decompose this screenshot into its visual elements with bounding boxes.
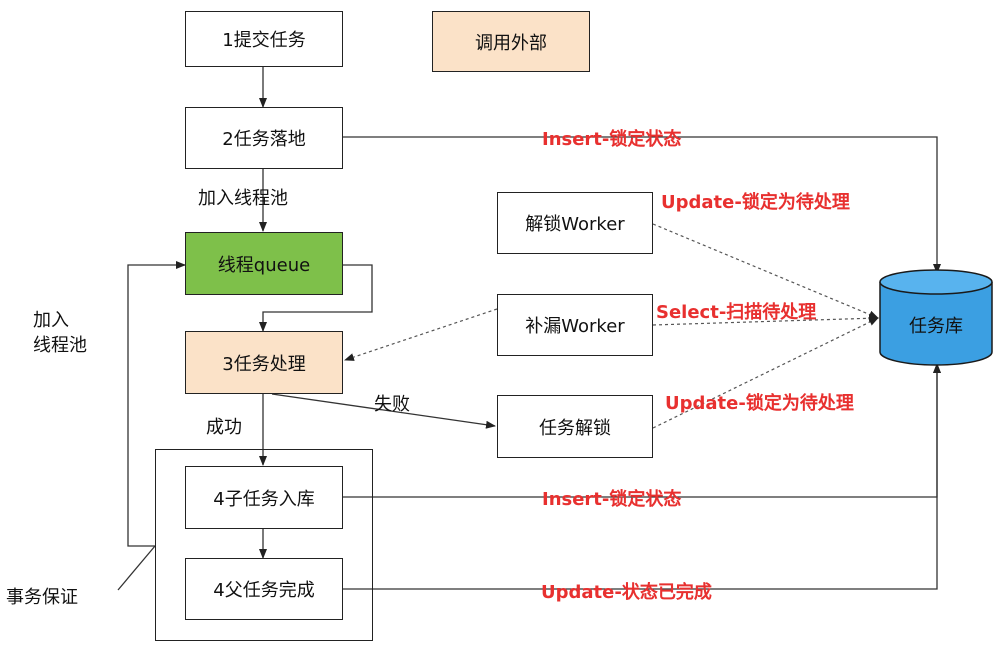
node-subtask-store-label: 4子任务入库 bbox=[213, 488, 315, 510]
label-update-lock-pending-2: Update-锁定为待处理 bbox=[665, 393, 854, 414]
dashed-patch-worker-to-db bbox=[652, 314, 879, 326]
label-tx-guarantee: 事务保证 bbox=[6, 587, 78, 608]
node-task-process-label: 3任务处理 bbox=[222, 353, 306, 375]
node-subtask-store: 4子任务入库 bbox=[185, 466, 343, 529]
node-task-land: 2任务落地 bbox=[185, 107, 343, 169]
node-parent-done: 4父任务完成 bbox=[185, 558, 343, 620]
label-insert-lock-2: Insert-锁定状态 bbox=[542, 489, 682, 510]
node-call-external: 调用外部 bbox=[432, 11, 590, 72]
node-unlock-worker-label: 解锁Worker bbox=[525, 214, 625, 235]
dashed-unlock-worker-to-db bbox=[652, 223, 879, 319]
node-task-unlock: 任务解锁 bbox=[497, 395, 653, 458]
arrow-land-to-db bbox=[343, 136, 941, 274]
arrow-parent-to-db bbox=[343, 363, 941, 590]
node-task-db: 任务库 bbox=[878, 268, 994, 368]
label-join-pool-left-2: 线程池 bbox=[33, 335, 87, 356]
label-join-pool-left-1: 加入 bbox=[33, 310, 69, 331]
node-task-process: 3任务处理 bbox=[185, 331, 343, 394]
arrow-loop-back-to-queue bbox=[127, 261, 186, 547]
node-thread-queue-label: 线程queue bbox=[217, 254, 311, 276]
node-parent-done-label: 4父任务完成 bbox=[213, 580, 315, 601]
dashed-patch-worker-to-process bbox=[344, 308, 498, 361]
node-submit-task-label: 1提交任务 bbox=[222, 30, 306, 51]
node-task-db-label: 任务库 bbox=[909, 316, 963, 337]
arrow-fail-to-unlock bbox=[271, 393, 496, 429]
node-thread-queue: 线程queue bbox=[185, 232, 343, 295]
node-patch-worker-label: 补漏Worker bbox=[525, 316, 625, 337]
label-select-scan-pending: Select-扫描待处理 bbox=[656, 302, 817, 323]
node-submit-task: 1提交任务 bbox=[185, 11, 343, 67]
label-fail: 失败 bbox=[374, 394, 410, 415]
label-insert-lock-1: Insert-锁定状态 bbox=[542, 129, 682, 150]
label-join-pool: 加入线程池 bbox=[198, 188, 288, 209]
tx-callout-line bbox=[117, 545, 156, 591]
label-update-lock-pending-1: Update-锁定为待处理 bbox=[661, 192, 850, 213]
node-patch-worker: 补漏Worker bbox=[497, 294, 653, 356]
database-cylinder-icon bbox=[879, 269, 993, 366]
node-call-external-label: 调用外部 bbox=[475, 32, 547, 54]
transaction-group bbox=[155, 449, 373, 641]
label-update-done: Update-状态已完成 bbox=[541, 582, 712, 603]
node-task-unlock-label: 任务解锁 bbox=[539, 417, 611, 439]
node-task-land-label: 2任务落地 bbox=[222, 129, 306, 150]
arrow-queue-to-process bbox=[259, 264, 373, 332]
node-unlock-worker: 解锁Worker bbox=[497, 192, 653, 254]
label-success: 成功 bbox=[206, 417, 242, 438]
